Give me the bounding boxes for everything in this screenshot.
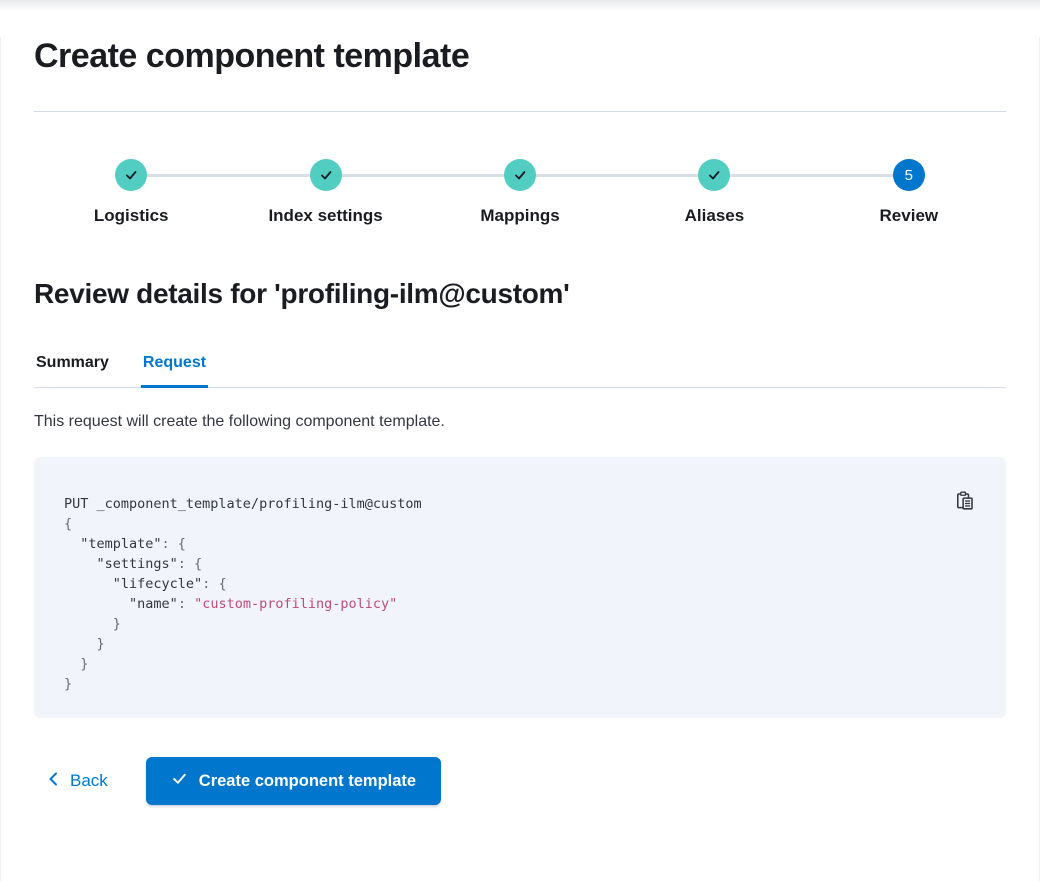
title-divider [34,111,1006,112]
step-complete-check-icon [309,159,342,191]
step-label: Index settings [268,206,383,225]
copy-to-clipboard-button[interactable] [953,490,977,514]
step-number: 5 [904,166,913,184]
step-complete-check-icon [115,159,148,191]
step-mappings[interactable]: Mappings [423,159,617,226]
back-button[interactable]: Back [47,771,108,792]
request-code-block: PUT _component_template/profiling-ilm@cu… [34,457,1006,718]
window-top-edge [0,0,1040,11]
tab-request[interactable]: Request [140,354,209,388]
step-index-settings[interactable]: Index settings [228,159,422,226]
code-line: "settings": { [96,556,203,572]
step-label: Review [879,206,939,225]
request-code: PUT _component_template/profiling-ilm@cu… [64,494,976,694]
back-button-label: Back [70,771,108,790]
step-label: Logistics [93,206,169,225]
step-number-badge: 5 [892,159,925,191]
copy-clipboard-icon [956,491,975,513]
review-heading: Review details for 'profiling-ilm@custom… [34,278,570,309]
page-title: Create component template [34,37,470,75]
code-line: PUT _component_template/profiling-ilm@cu… [64,496,422,512]
create-component-template-button[interactable]: Create component template [145,757,442,805]
tab-summary[interactable]: Summary [34,354,111,388]
step-logistics[interactable]: Logistics [34,159,228,226]
step-complete-check-icon [504,159,537,191]
request-description: This request will create the following c… [34,413,445,430]
code-line: "template": { [80,536,186,552]
chevron-left-icon [47,771,60,792]
code-line: "lifecycle": { [112,576,227,592]
create-button-label: Create component template [198,771,417,790]
review-tabs: Summary Request [34,354,1006,388]
step-aliases[interactable]: Aliases [617,159,811,226]
check-icon [171,770,188,792]
wizard-footer: Back Create component template [34,757,1006,805]
code-line: } [64,616,121,632]
code-line: } [64,676,73,692]
code-line: "name": "custom-profiling-policy" [129,596,398,612]
code-line: } [64,636,105,652]
step-label: Mappings [480,206,560,225]
step-complete-check-icon [698,159,731,191]
code-line: { [64,516,73,532]
step-label: Aliases [684,206,745,225]
code-line: } [64,656,89,672]
create-component-template-page: Create component template Logistics Index… [0,37,1040,881]
